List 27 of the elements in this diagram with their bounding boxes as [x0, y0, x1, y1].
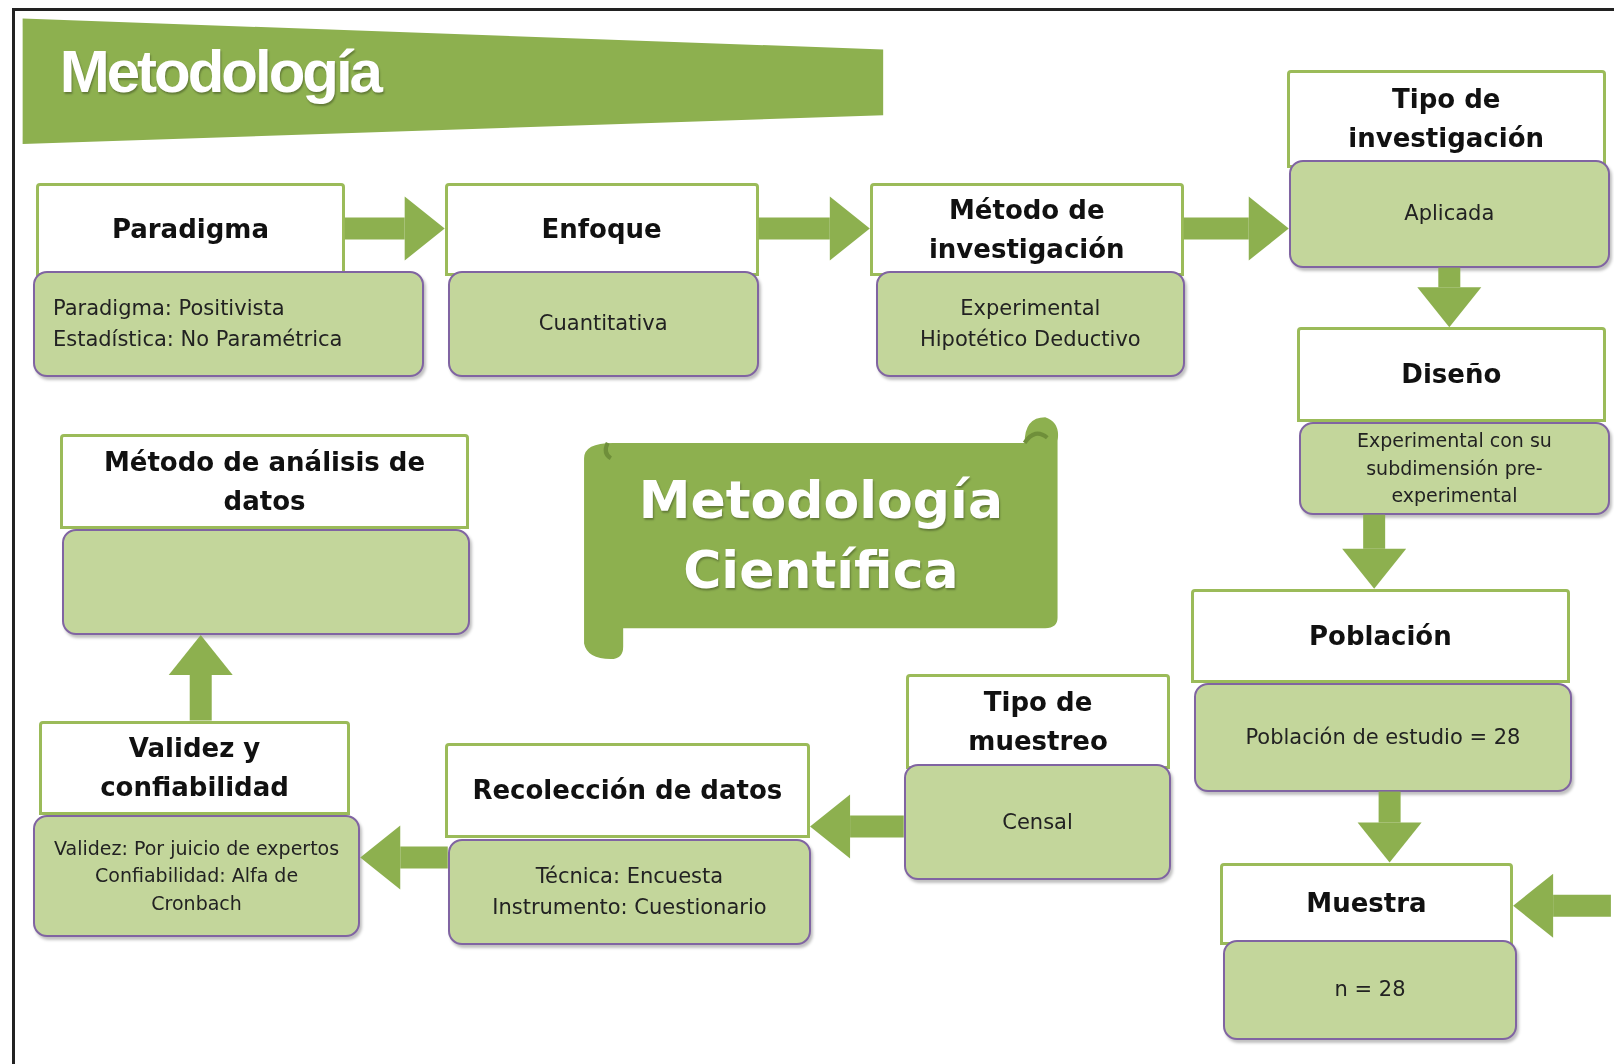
scroll-title: Metodología Científica — [637, 469, 1004, 603]
heading-text: Tipo de muestreo — [967, 685, 1109, 758]
heading-text: Diseño — [1401, 358, 1502, 392]
heading-text: Tipo de investigación — [1347, 82, 1546, 155]
content-text: Técnica: Encuesta — [535, 863, 724, 891]
content-text: Aplicada — [1404, 200, 1495, 228]
content-text: Estadística: No Paramétrica — [52, 325, 343, 353]
heading-text: Método de análisis de datos — [102, 445, 427, 518]
heading-text: Método de investigación — [927, 193, 1126, 266]
heading-text: Muestra — [1306, 887, 1427, 921]
content-text: Confiabilidad: Alfa de Cronbach — [94, 863, 300, 916]
content-text: Validez: Por juicio de expertos — [54, 835, 340, 861]
heading-text: Recolección de datos — [472, 774, 783, 807]
content-text: Experimental — [960, 295, 1101, 323]
content-text: Población de estudio = 28 — [1245, 724, 1521, 752]
page-title: Metodología — [59, 37, 380, 107]
heading-text: Enfoque — [541, 213, 662, 247]
heading-text: Paradigma — [111, 213, 269, 247]
content-text: Instrumento: Cuestionario — [492, 893, 767, 921]
heading-text: Población — [1309, 619, 1452, 653]
content-text: Experimental con su subdimensión pre-experimental — [1356, 428, 1553, 509]
content-text: Paradigma: Positivista — [52, 295, 285, 323]
content-text: Hipotético Deductivo — [920, 325, 1141, 353]
heading-text: Validez y confiabilidad — [99, 731, 290, 804]
content-text: Cuantitativa — [538, 310, 668, 338]
content-text: Censal — [1002, 808, 1073, 836]
content-text: n = 28 — [1334, 976, 1406, 1004]
